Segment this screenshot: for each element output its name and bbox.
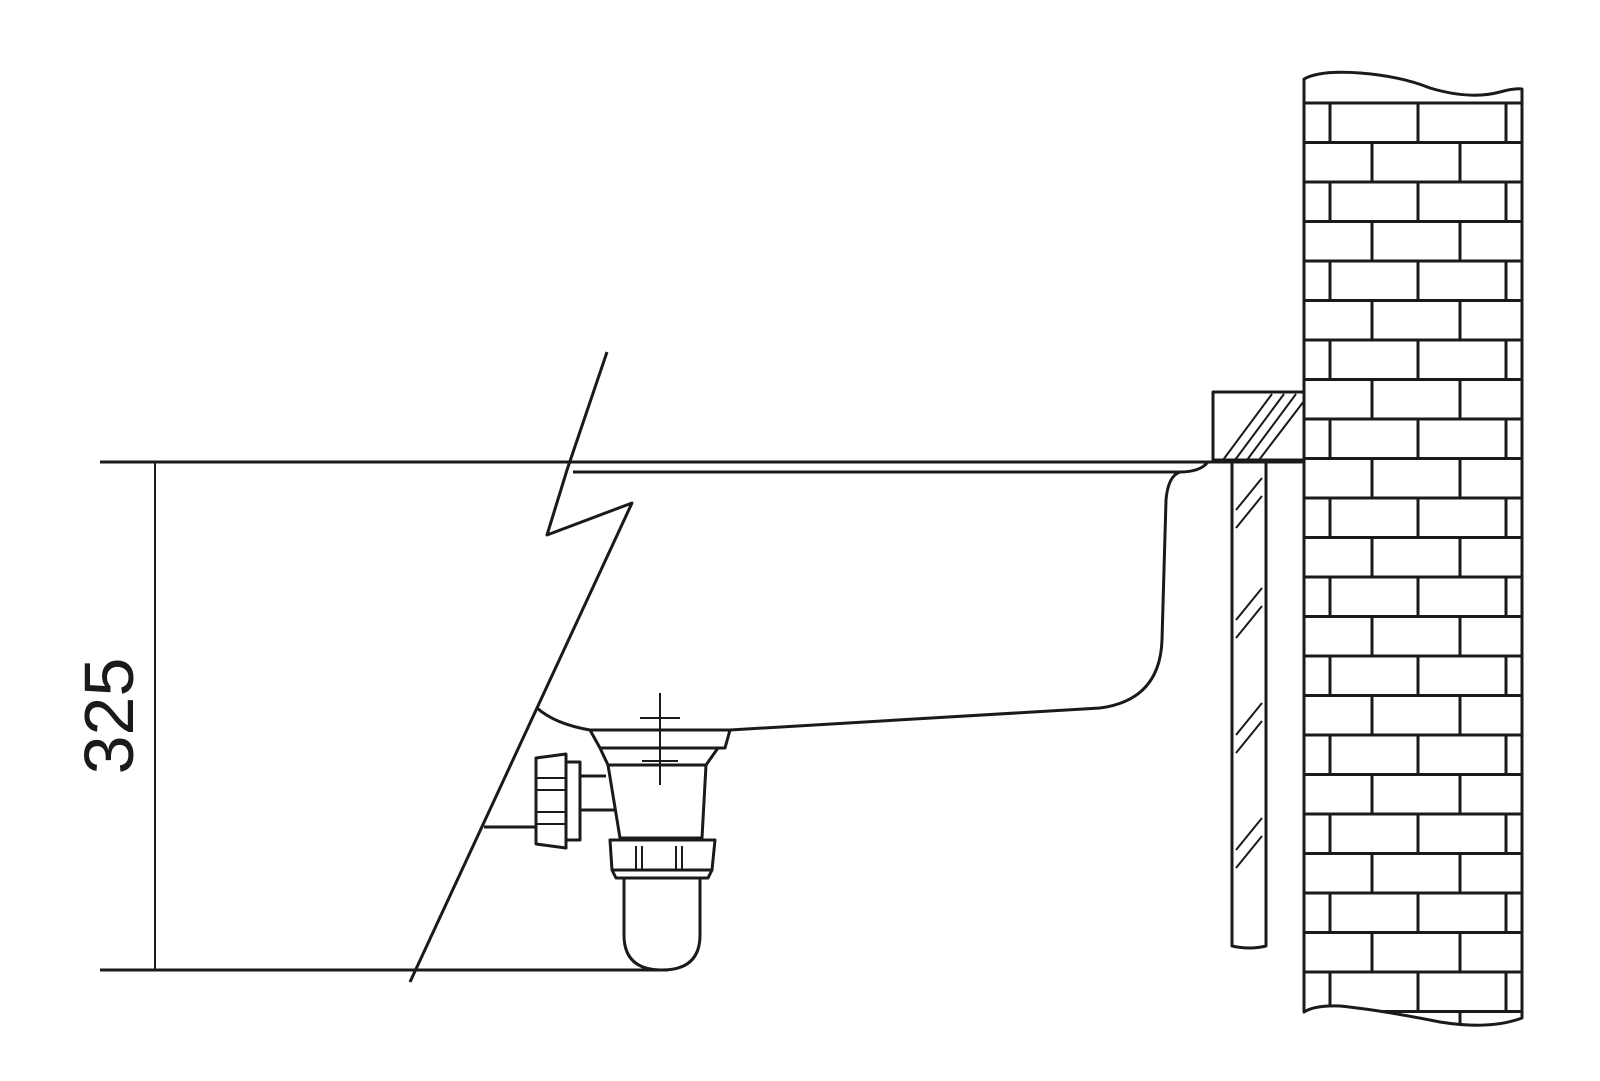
overflow-nut xyxy=(534,752,568,850)
brick-courses xyxy=(1304,101,1522,1025)
trap-assembly xyxy=(608,838,717,972)
trap-nut xyxy=(608,838,717,872)
sink-rim xyxy=(100,460,1304,474)
sink-bowl xyxy=(729,470,1181,732)
break-line xyxy=(408,351,634,983)
bracket-block xyxy=(1211,390,1306,462)
height-dimension: 325 xyxy=(70,462,668,972)
dimension-value: 325 xyxy=(70,658,148,775)
wall-outline xyxy=(1302,70,1524,1027)
wall-bracket xyxy=(1211,390,1306,462)
trap-bulb xyxy=(622,878,702,972)
panel-hatching xyxy=(1235,477,1263,869)
overflow-nut-ring xyxy=(566,760,582,842)
overflow-connector xyxy=(484,752,614,850)
strainer-flange xyxy=(588,728,732,750)
strainer-collar xyxy=(598,747,720,767)
rim-lip xyxy=(573,460,1210,474)
cabinet-panel xyxy=(1230,463,1268,950)
strainer-body xyxy=(606,764,708,840)
trap-nut-lip xyxy=(610,869,714,880)
bracket-hatching xyxy=(1222,393,1305,461)
panel-outline xyxy=(1230,463,1268,950)
sink-bowl-left xyxy=(536,706,591,732)
drain-strainer xyxy=(588,693,732,840)
brick-wall xyxy=(1302,70,1524,1027)
